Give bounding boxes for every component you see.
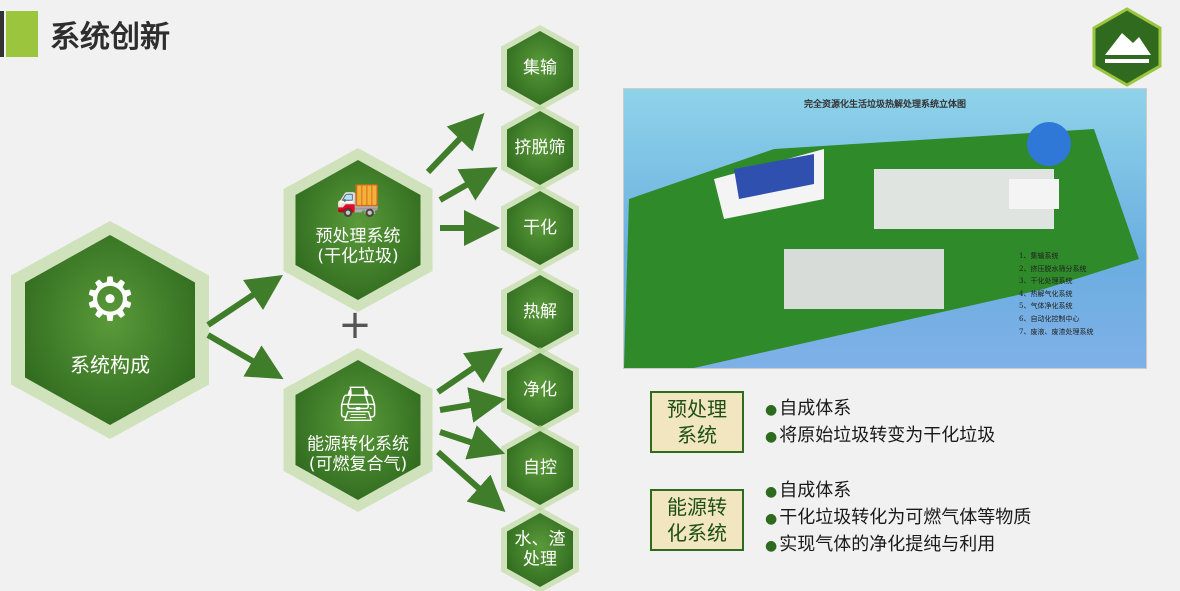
- gears-icon: ⚙: [83, 265, 137, 335]
- module-5[interactable]: 净化: [523, 379, 557, 400]
- module-7[interactable]: 水、渣 处理: [514, 529, 566, 570]
- center-hex: [25, 235, 195, 425]
- image-legend: 1、集输系统 2、挤压脱水筛分系统 3、干化处理系统 4、热解气化系统 5、气体净化系统…: [1019, 251, 1093, 339]
- truck-icon: 🚚: [335, 177, 381, 219]
- module-hex: [507, 111, 573, 185]
- system-3d-image: 完全资源化生活垃圾热解处理系统立体图 1、集输系统 2、挤压脱水筛分系统 3、干化处…: [623, 88, 1147, 369]
- pretreatment-hex: [295, 160, 421, 300]
- module-4[interactable]: 热解: [523, 301, 557, 322]
- title-bar-dark: [0, 11, 4, 57]
- summary-label-pretreatment: 预处理 系统: [650, 391, 744, 453]
- module-hex: [507, 353, 573, 427]
- logo: [1092, 7, 1162, 87]
- module-hex: [507, 191, 573, 265]
- module-hex: [507, 275, 573, 349]
- plus-sign: +: [338, 302, 372, 348]
- image-title: 完全资源化生活垃圾热解处理系统立体图: [803, 100, 966, 110]
- summary-points-energy: 自成体系干化垃圾转化为可燃气体等物质实现气体的净化提纯与利用: [765, 478, 1031, 559]
- module-hex: [507, 431, 573, 505]
- legend-item: 6、自动化控制中心: [1019, 314, 1080, 323]
- module-3[interactable]: 干化: [523, 217, 557, 238]
- printer-icon: 🖨: [336, 384, 380, 425]
- module-6[interactable]: 自控: [523, 457, 557, 478]
- energy-hex: [295, 360, 421, 500]
- module-hex: [507, 31, 573, 105]
- subsystem-energy[interactable]: 能源转化系统(可燃复合气): [307, 434, 409, 475]
- title-bar-accent: [6, 11, 38, 57]
- summary-label-energy: 能源转 化系统: [650, 489, 744, 551]
- summary-points-pretreatment: 自成体系将原始垃圾转变为干化垃圾: [765, 396, 995, 450]
- center-label: 系统构成: [70, 353, 150, 377]
- page-title: 系统创新: [50, 20, 170, 55]
- legend-item: 2、挤压脱水筛分系统: [1019, 264, 1087, 273]
- module-hex: [507, 513, 573, 587]
- legend-item: 4、热解气化系统: [1019, 289, 1073, 298]
- legend-item: 7、废液、废渣处理系统: [1019, 327, 1094, 336]
- legend-item: 1、集输系统: [1019, 252, 1059, 260]
- legend-item: 3、干化处理系统: [1019, 277, 1073, 286]
- module-2[interactable]: 挤脱筛: [514, 137, 566, 158]
- subsystem-pretreatment[interactable]: 预处理系统(干化垃圾): [315, 226, 401, 267]
- legend-item: 5、气体净化系统: [1019, 302, 1073, 311]
- module-1[interactable]: 集输: [523, 57, 557, 78]
- arrows: [206, 112, 506, 512]
